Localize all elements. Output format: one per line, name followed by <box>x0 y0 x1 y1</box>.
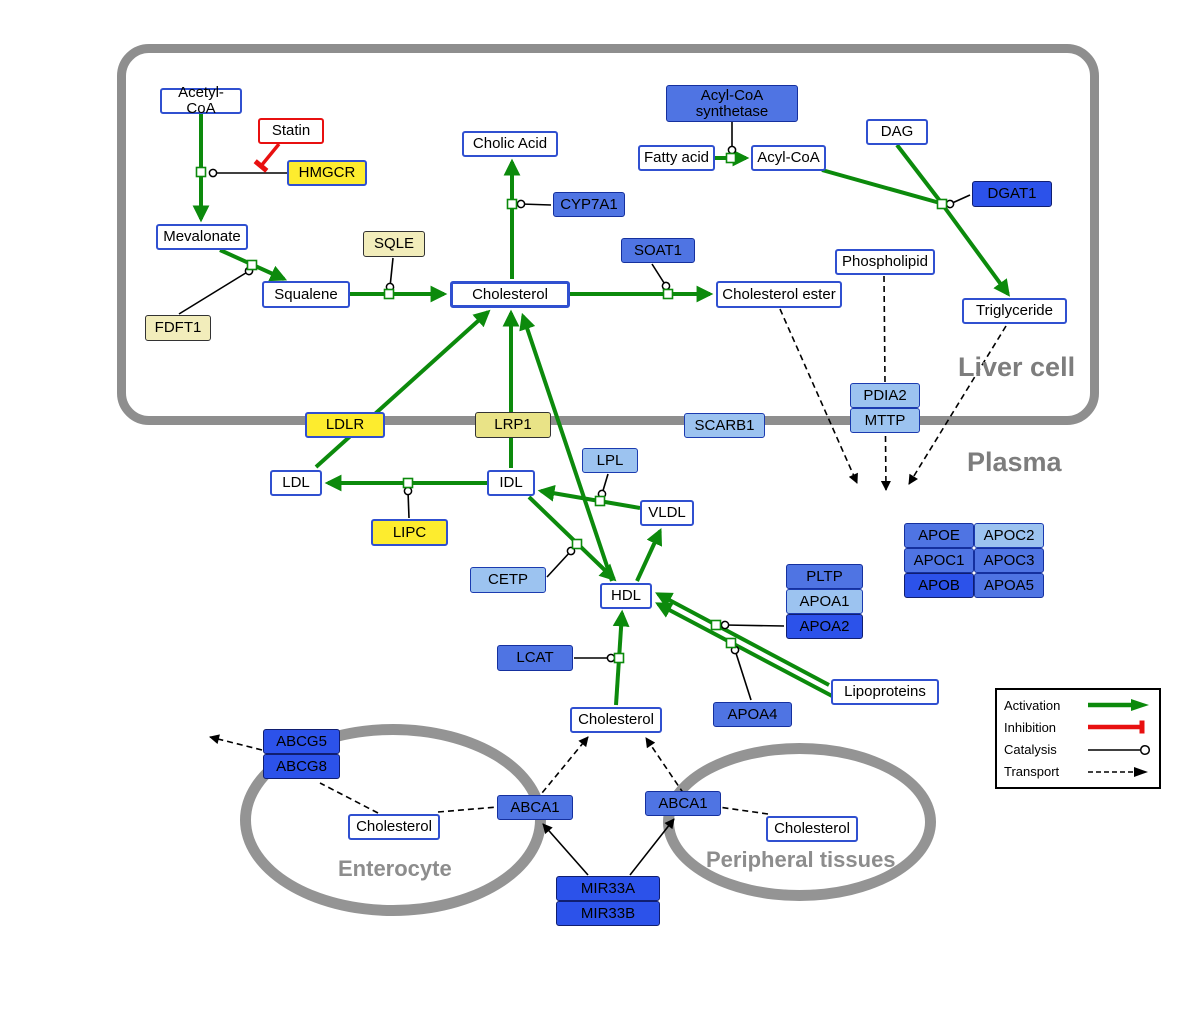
inhibition-edge <box>253 142 281 173</box>
transport-edges <box>209 275 1007 815</box>
node-soat1[interactable]: SOAT1 <box>621 238 695 263</box>
legend: Activation Inhibition Catalysis Transpor… <box>995 688 1161 789</box>
node-triglyceride[interactable]: Triglyceride <box>962 298 1067 324</box>
node-mir33a[interactable]: MIR33A <box>556 876 660 901</box>
node-cholesterol-enterocyte[interactable]: Cholesterol <box>348 814 440 840</box>
node-cetp[interactable]: CETP <box>470 567 546 593</box>
peripheral-tissues-label: Peripheral tissues <box>706 847 896 872</box>
node-lrp1[interactable]: LRP1 <box>475 412 551 438</box>
node-cholesterol-peripheral[interactable]: Cholesterol <box>766 816 858 842</box>
node-abcg5[interactable]: ABCG5 <box>263 729 340 754</box>
node-apoa1[interactable]: APOA1 <box>786 589 863 614</box>
liver-cell-label: Liver cell <box>958 352 1076 382</box>
node-idl[interactable]: IDL <box>487 470 535 496</box>
node-fdft1[interactable]: FDFT1 <box>145 315 211 341</box>
node-squalene[interactable]: Squalene <box>262 281 350 308</box>
node-lipoproteins[interactable]: Lipoproteins <box>831 679 939 705</box>
liver-cell-membrane <box>117 44 1099 425</box>
transport-dashed-arrow-icon <box>1088 766 1148 777</box>
node-phospholipid[interactable]: Phospholipid <box>835 249 935 275</box>
node-mttp[interactable]: MTTP <box>850 408 920 433</box>
node-acetyl-coa[interactable]: Acetyl-CoA <box>160 85 242 116</box>
node-apob[interactable]: APOB <box>904 573 974 598</box>
node-apoc1[interactable]: APOC1 <box>904 548 974 573</box>
node-abca1-peripheral[interactable]: ABCA1 <box>645 791 721 816</box>
node-apoa4[interactable]: APOA4 <box>713 702 792 727</box>
legend-row-catalysis: Catalysis <box>1004 740 1152 760</box>
node-acyl-coa-synthetase[interactable]: Acyl-CoA synthetase <box>666 85 798 122</box>
reaction-nodes <box>195 152 948 664</box>
legend-row-inhibition: Inhibition <box>1004 717 1152 737</box>
legend-row-transport: Transport <box>1004 762 1152 782</box>
node-ldlr[interactable]: LDLR <box>305 412 385 438</box>
regulation-edges <box>542 818 675 876</box>
node-cholesterol-ester[interactable]: Cholesterol ester <box>716 281 842 308</box>
plasma-label: Plasma <box>967 447 1062 477</box>
inhibition-tbar-icon <box>1088 720 1145 734</box>
node-lipc[interactable]: LIPC <box>371 519 448 546</box>
activation-arrow-icon <box>1088 699 1149 711</box>
node-statin[interactable]: Statin <box>258 118 324 144</box>
catalysis-edges <box>178 122 971 701</box>
node-hdl[interactable]: HDL <box>600 583 652 609</box>
node-cholesterol-liver[interactable]: Cholesterol <box>450 281 570 308</box>
node-ldl[interactable]: LDL <box>270 470 322 496</box>
legend-inhibition-label: Inhibition <box>1004 719 1057 735</box>
node-sqle[interactable]: SQLE <box>363 231 425 257</box>
node-abca1-enterocyte[interactable]: ABCA1 <box>497 795 573 820</box>
node-scarb1[interactable]: SCARB1 <box>684 413 765 438</box>
node-mir33b[interactable]: MIR33B <box>556 901 660 926</box>
node-abcg8[interactable]: ABCG8 <box>263 754 340 779</box>
enterocyte-membrane <box>240 724 546 916</box>
node-fatty-acid[interactable]: Fatty acid <box>638 145 715 171</box>
node-dag[interactable]: DAG <box>866 119 928 145</box>
catalysis-circle-icon <box>1088 744 1151 755</box>
node-apoa5[interactable]: APOA5 <box>974 573 1044 598</box>
legend-row-activation: Activation <box>1004 695 1152 715</box>
node-pdia2[interactable]: PDIA2 <box>850 383 920 408</box>
node-mevalonate[interactable]: Mevalonate <box>156 224 248 250</box>
node-apoc2[interactable]: APOC2 <box>974 523 1044 548</box>
node-cholic-acid[interactable]: Cholic Acid <box>462 131 558 157</box>
node-lpl[interactable]: LPL <box>582 448 638 473</box>
node-cyp7a1[interactable]: CYP7A1 <box>553 192 625 217</box>
legend-transport-label: Transport <box>1004 764 1060 780</box>
node-cholesterol-plasma[interactable]: Cholesterol <box>570 707 662 733</box>
node-vldl[interactable]: VLDL <box>640 500 694 526</box>
node-lcat[interactable]: LCAT <box>497 645 573 671</box>
legend-activation-label: Activation <box>1004 697 1061 713</box>
node-apoc3[interactable]: APOC3 <box>974 548 1044 573</box>
node-acyl-coa[interactable]: Acyl-CoA <box>751 145 826 171</box>
legend-catalysis-label: Catalysis <box>1004 742 1057 758</box>
node-pltp[interactable]: PLTP <box>786 564 863 589</box>
node-apoa2[interactable]: APOA2 <box>786 614 863 639</box>
node-apoe[interactable]: APOE <box>904 523 974 548</box>
node-dgat1[interactable]: DGAT1 <box>972 181 1052 207</box>
enterocyte-label: Enterocyte <box>338 856 452 881</box>
node-hmgcr[interactable]: HMGCR <box>287 160 367 186</box>
